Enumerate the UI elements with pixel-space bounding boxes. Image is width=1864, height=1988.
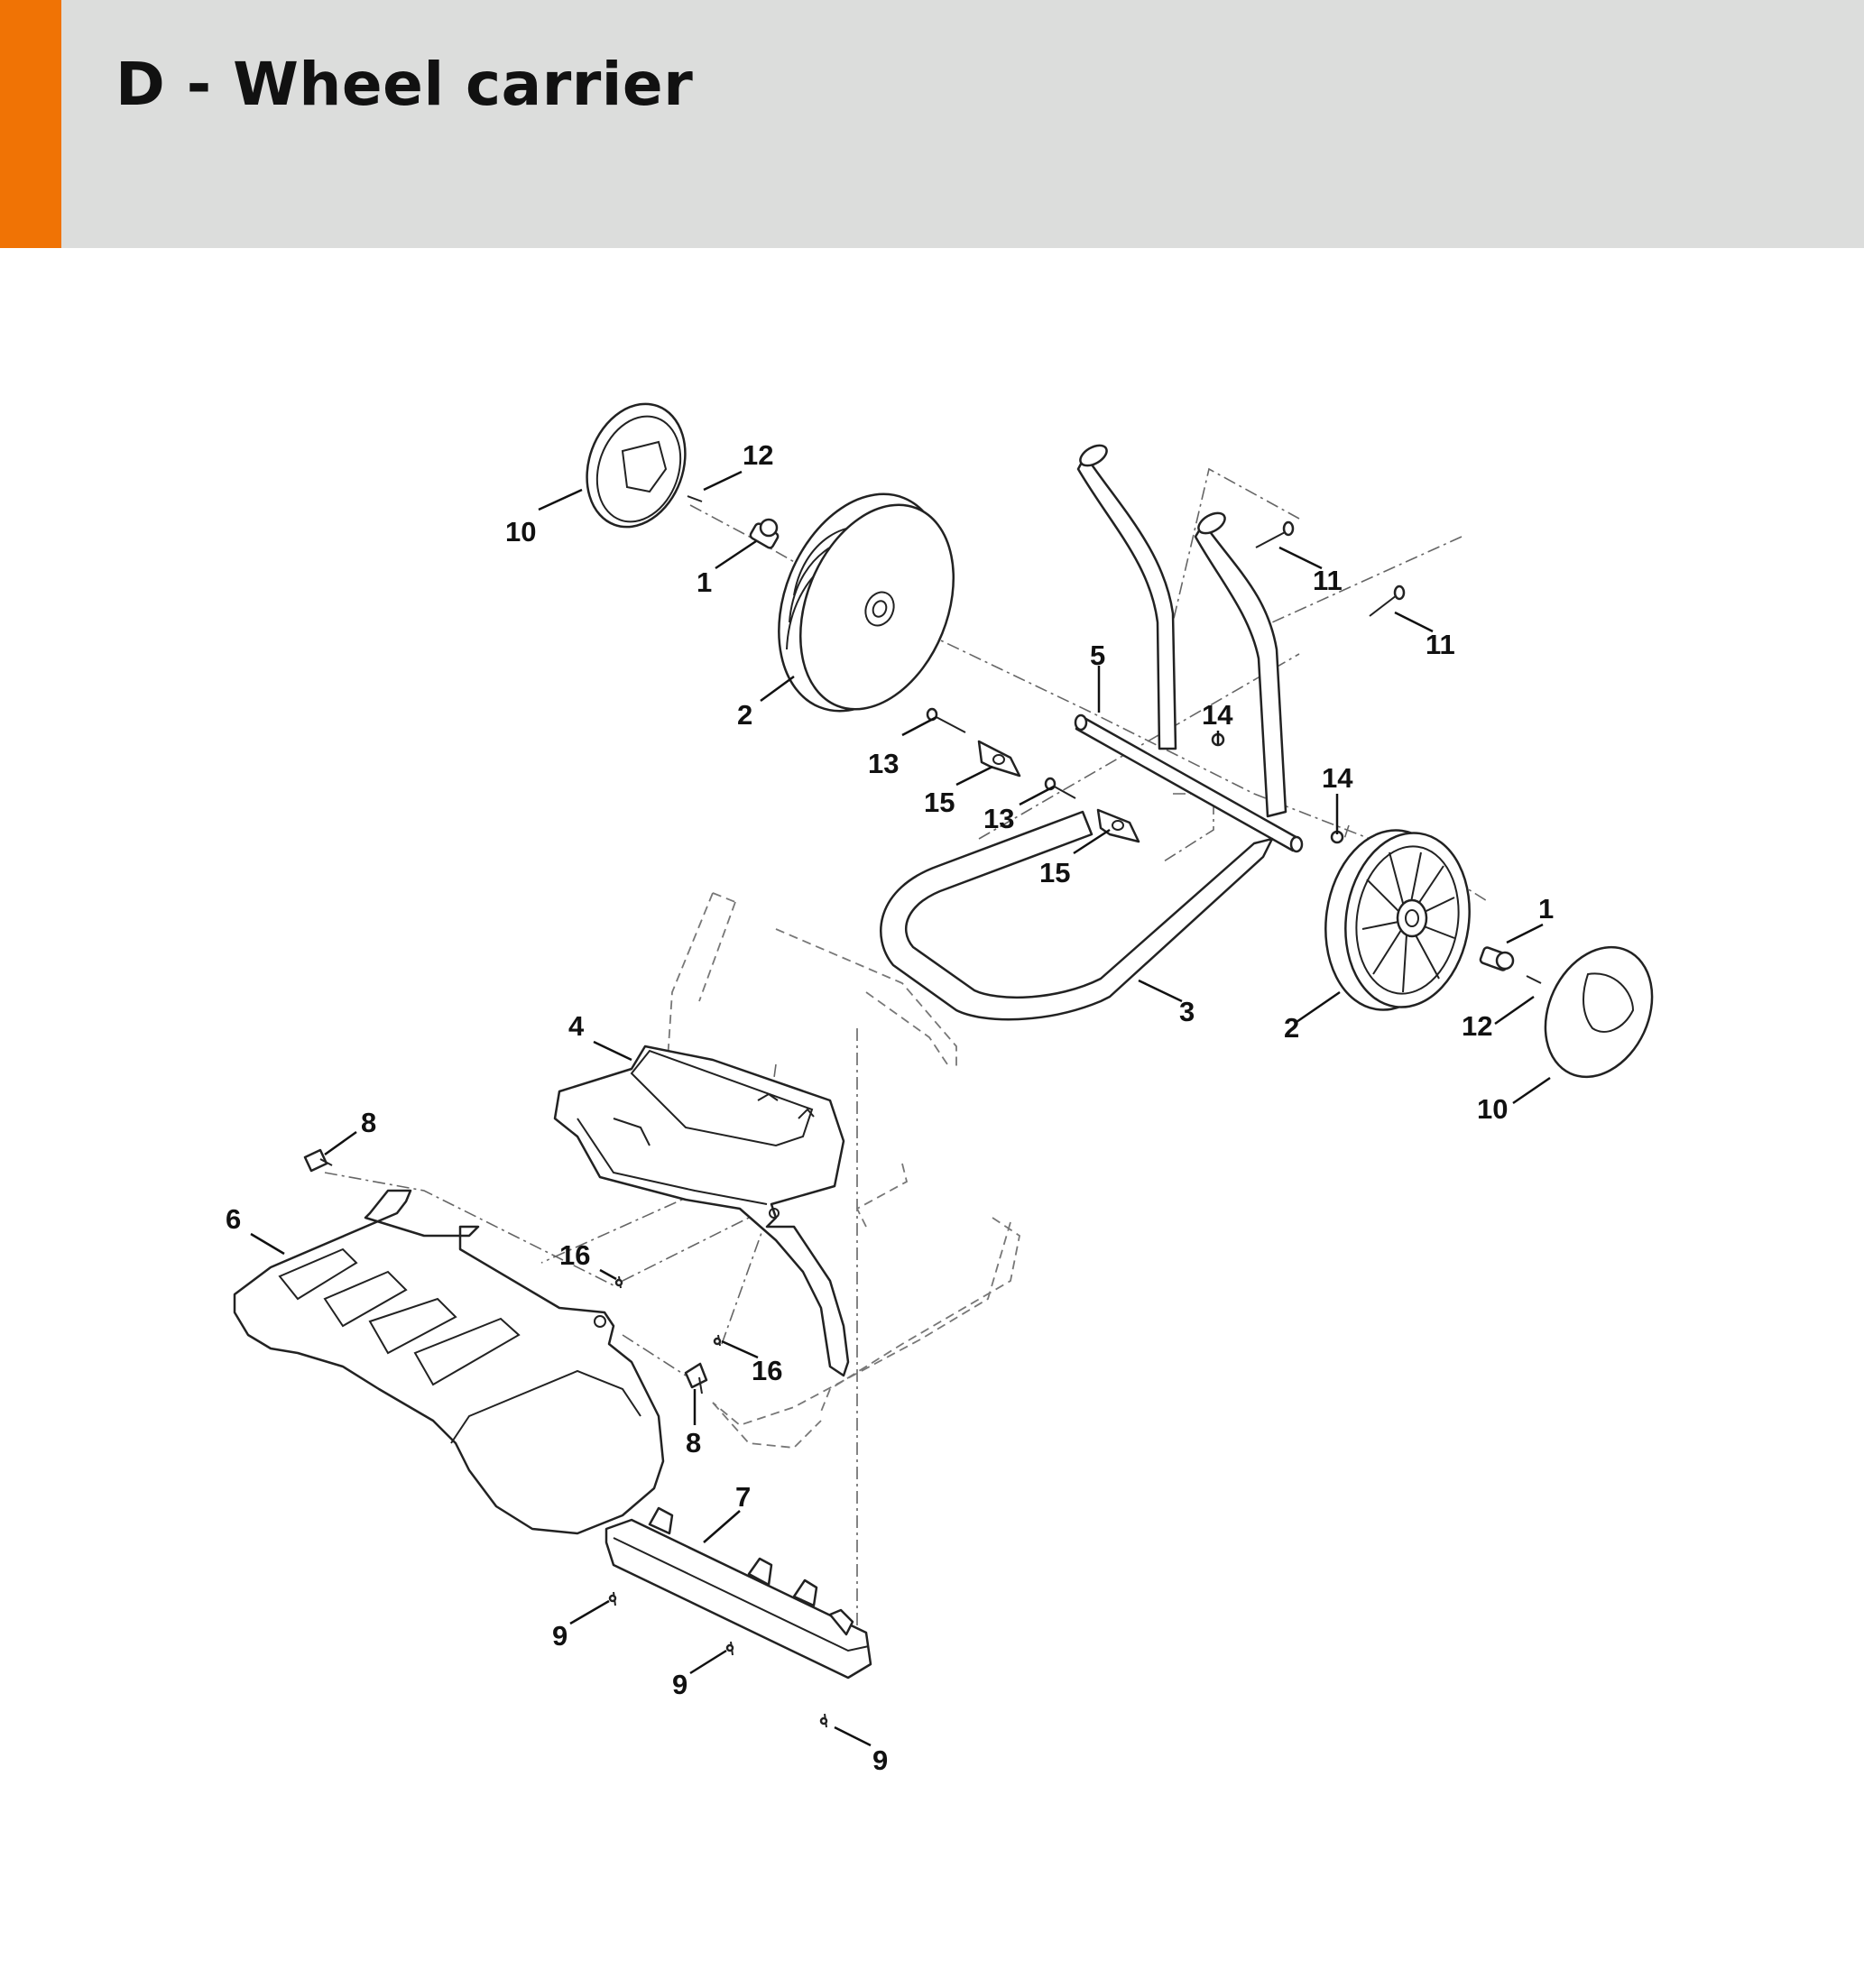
callout-14-b: 14 <box>1322 762 1353 794</box>
bolt-13-a <box>926 707 966 733</box>
mounting-rail <box>604 1506 872 1680</box>
screw-top-1 <box>1255 520 1295 548</box>
screw-9-c <box>819 1713 828 1728</box>
callout-labels: 10 12 1 2 5 11 11 14 14 13 15 13 15 1 3 … <box>226 439 1554 1776</box>
callout-13-b: 13 <box>983 803 1014 834</box>
handle-uprights <box>1076 444 1287 818</box>
hub-cap-left <box>586 402 687 529</box>
axle-sleeve-bottom <box>1479 946 1515 971</box>
screw-9-b <box>725 1641 734 1656</box>
screw-top-2 <box>1369 584 1406 617</box>
callout-10-top: 10 <box>505 516 536 548</box>
axle-rod <box>1074 713 1304 853</box>
callout-1-bottom: 1 <box>1538 893 1554 925</box>
base-frame-loop <box>880 810 1274 1021</box>
clamp-15-b <box>1096 808 1140 843</box>
pin-bottom <box>1526 975 1542 984</box>
pin-top <box>687 495 703 502</box>
callout-15-b: 15 <box>1039 857 1070 888</box>
callout-16-b: 16 <box>752 1355 782 1386</box>
hub-cap-right <box>1544 945 1654 1079</box>
wheel-left <box>778 492 955 713</box>
callout-6: 6 <box>226 1203 241 1235</box>
leader-lines <box>250 470 1551 1747</box>
callout-9-c: 9 <box>872 1744 888 1776</box>
callout-3: 3 <box>1179 996 1195 1027</box>
callout-11-a: 11 <box>1313 565 1343 596</box>
callout-9-a: 9 <box>552 1620 568 1652</box>
bolt-8-a <box>303 1148 333 1173</box>
bolt-8-b <box>684 1362 708 1394</box>
callout-8-top: 8 <box>361 1107 376 1138</box>
callout-8-bottom: 8 <box>686 1427 701 1459</box>
header-bar: D - Wheel carrier <box>0 0 1864 248</box>
clamp-15-a <box>977 740 1021 778</box>
chute-housing <box>553 1045 850 1377</box>
callout-4: 4 <box>568 1010 585 1042</box>
callout-7: 7 <box>735 1481 751 1513</box>
screw-16-b <box>713 1334 722 1347</box>
callout-10-bottom: 10 <box>1477 1093 1508 1125</box>
callout-5: 5 <box>1090 640 1105 671</box>
callout-9-b: 9 <box>672 1669 687 1700</box>
callout-12-top: 12 <box>743 439 773 471</box>
screw-9-a <box>608 1591 617 1606</box>
callout-1-top: 1 <box>697 566 712 598</box>
callout-15-a: 15 <box>924 787 955 818</box>
axle-sleeve-top <box>749 518 780 549</box>
screw-16-a <box>614 1275 623 1289</box>
callout-2-top: 2 <box>737 699 752 731</box>
callout-12-bottom: 12 <box>1462 1010 1492 1042</box>
wheel-right <box>1324 829 1471 1011</box>
callout-2-bottom: 2 <box>1284 1012 1299 1044</box>
callout-14-a: 14 <box>1202 699 1233 731</box>
callout-11-b: 11 <box>1426 629 1455 660</box>
ghost-frame <box>667 892 1021 1449</box>
chute-cover <box>233 1189 665 1535</box>
callout-13-a: 13 <box>868 748 899 779</box>
page-title: D - Wheel carrier <box>115 50 694 119</box>
header-accent-stripe <box>0 0 61 248</box>
callout-16-a: 16 <box>559 1239 590 1271</box>
